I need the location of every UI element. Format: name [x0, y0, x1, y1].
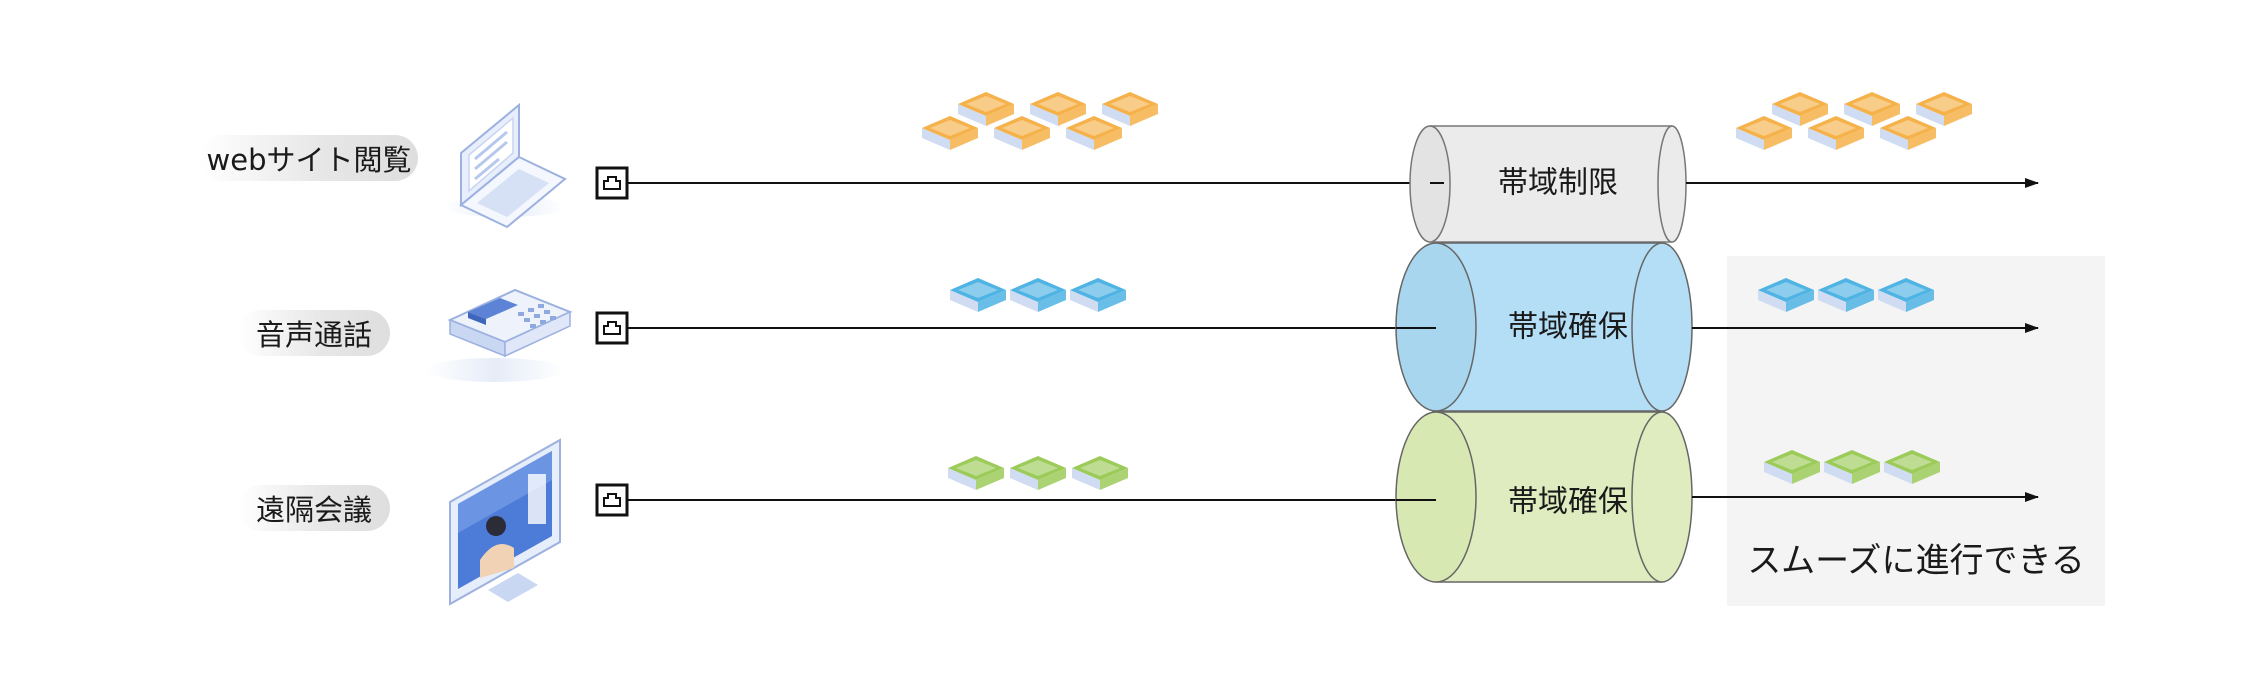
- packet-web: [1808, 116, 1864, 150]
- packet-meeting: [1824, 450, 1880, 484]
- packet-meeting: [1010, 456, 1066, 490]
- packet-web: [1916, 92, 1972, 126]
- smooth-note-box: [1727, 256, 2105, 606]
- packet-voice: [1758, 278, 1814, 312]
- packet-meeting: [1764, 450, 1820, 484]
- packet-web: [922, 116, 978, 150]
- lan-port-icon: [595, 166, 629, 200]
- pipe-label-voice: 帯域確保: [1508, 310, 1628, 345]
- monitor-icon: [449, 438, 561, 606]
- pipe-bandwidth-secure-voice: 帯域確保: [1395, 242, 1693, 412]
- pipe-label-web: 帯域制限: [1498, 166, 1618, 201]
- packet-web: [1102, 92, 1158, 126]
- lan-port-icon: [595, 311, 629, 345]
- packet-web: [1736, 116, 1792, 150]
- pipe-bandwidth-limit: 帯域制限: [1409, 125, 1687, 243]
- phone-icon: [425, 288, 573, 382]
- row-label-meeting: 遠隔会議: [238, 485, 390, 531]
- packet-web: [1880, 116, 1936, 150]
- packet-web: [1066, 116, 1122, 150]
- pipe-label-meeting: 帯域確保: [1508, 485, 1628, 520]
- pipe-bandwidth-secure-meeting: 帯域確保: [1395, 411, 1693, 583]
- packet-meeting: [1072, 456, 1128, 490]
- packet-voice: [1878, 278, 1934, 312]
- packet-web: [1772, 92, 1828, 126]
- row-label-voice: 音声通話: [238, 310, 390, 356]
- laptop-icon: [445, 102, 567, 229]
- smooth-note-text: スムーズに進行できる: [1747, 541, 2085, 581]
- packet-voice: [1010, 278, 1066, 312]
- packet-web: [1030, 92, 1086, 126]
- packet-web: [994, 116, 1050, 150]
- packet-meeting: [1884, 450, 1940, 484]
- packet-voice: [1818, 278, 1874, 312]
- packet-web: [958, 92, 1014, 126]
- row-label-web: webサイト閲覧: [200, 135, 418, 181]
- lan-port-icon: [595, 483, 629, 517]
- packet-meeting: [948, 456, 1004, 490]
- packet-voice: [1070, 278, 1126, 312]
- packet-voice: [950, 278, 1006, 312]
- packet-web: [1844, 92, 1900, 126]
